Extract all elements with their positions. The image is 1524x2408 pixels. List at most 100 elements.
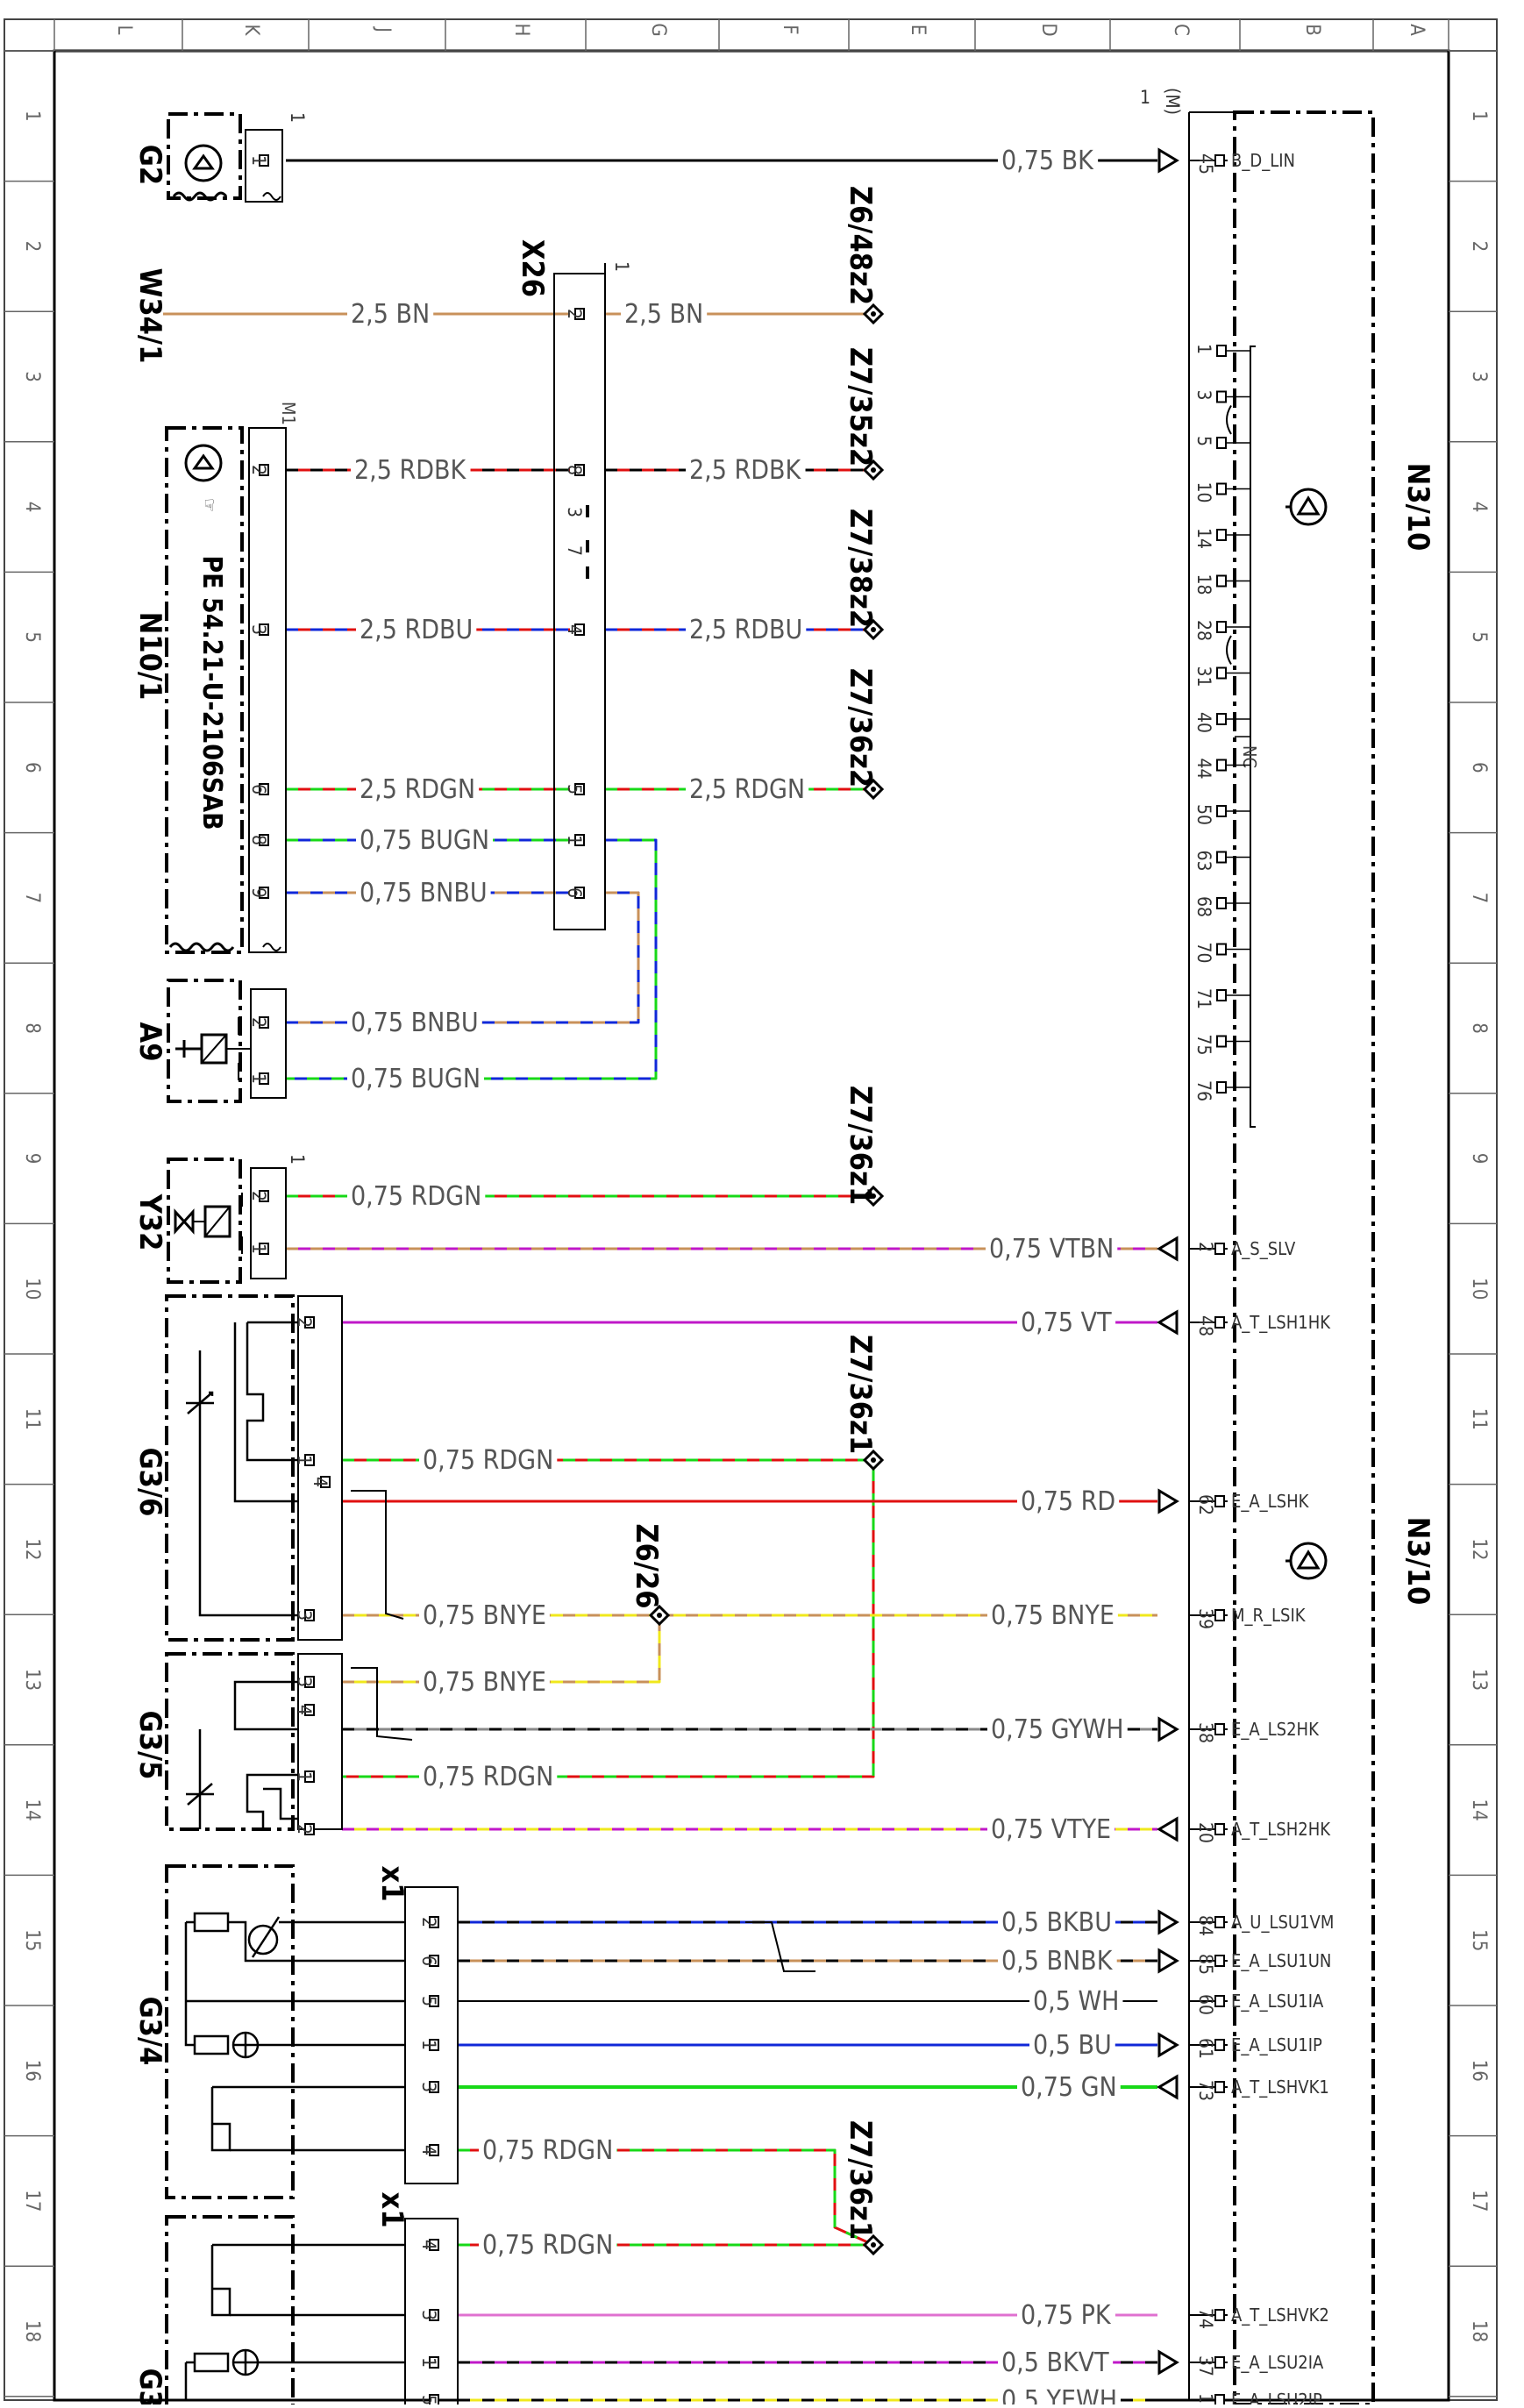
hand-icon: ☞ (199, 498, 220, 512)
wire-label-vtbn: 0,75 VTBN (989, 1234, 1114, 1265)
pin-x26_2: 2 (564, 309, 585, 319)
splice-dot (871, 787, 876, 792)
pin-contact-dummy (586, 566, 589, 579)
ecu-pin-contact (1214, 1609, 1225, 1621)
ecu-pin-contact (1214, 1495, 1225, 1507)
wire-label-bg (351, 453, 471, 488)
wire-g36-rdgn-stripe (342, 1458, 875, 1778)
pin-contact (429, 2144, 439, 2156)
wire-bugn-a9-stripe (286, 838, 658, 1080)
pin-a9_2: 2 (248, 1017, 269, 1028)
row-label-right: 2 (1468, 241, 1490, 253)
pin-contact (304, 1704, 315, 1716)
wideband-lambda-sensor-icon (184, 1912, 405, 2152)
ecu-pin-contact (1214, 1955, 1225, 1967)
output-arrow-icon (1157, 1236, 1179, 1262)
ecu-pin-number: 74 (1195, 2308, 1216, 2329)
label-g2: G2 (132, 145, 167, 185)
component-labels: G2 W34/1 X26 N10/1 PE 54.21-U-2106SAB A9… (132, 145, 1435, 2408)
wire-label-y32_rdgn: 0,75 RDGN (351, 1181, 481, 1212)
row-dividers (4, 50, 1497, 2397)
ecu-signal-E_A_LSU1IP: E_A_LSU1IP (1231, 2034, 1322, 2055)
wire-label-rdgn_l: 2,5 RDGN (360, 774, 475, 805)
component-g3-4 (165, 1864, 459, 2199)
nc-pin-contact (1216, 713, 1227, 725)
wire-label-rdbu_l: 2,5 RDBU (360, 615, 473, 645)
ecu-signal-A_S_SLV: A_S_SLV (1231, 1238, 1296, 1259)
ecu-pin-number: 73 (1195, 2080, 1216, 2101)
shield-marks (351, 1490, 815, 1972)
pin-contact (574, 308, 585, 320)
input-arrow-icon (1157, 1948, 1179, 1974)
pin-x1b_5: 5 (418, 2395, 439, 2404)
ecu-pin-number: 12 (1195, 2393, 1216, 2404)
nc-pin-number: 28 (1193, 620, 1214, 641)
ecu-pin-number: 62 (1195, 1494, 1216, 1515)
label-z7-36z2: Z7/36z2 (843, 668, 878, 787)
splice-dot (871, 1457, 876, 1463)
pin-x26_6: 6 (564, 887, 585, 898)
nc-pin-contact (1216, 1081, 1227, 1094)
column-label: B (1301, 24, 1323, 36)
column-label: L (113, 25, 135, 34)
column-dividers (53, 19, 1449, 51)
row-label-left: 3 (21, 371, 43, 382)
row-label-right: 5 (1468, 631, 1490, 643)
label-x1-b: x1 (374, 2191, 409, 2227)
pin-n10_8: 8 (248, 835, 269, 845)
input-arrow-icon (1157, 1909, 1179, 1935)
nc-pin-contact (1216, 390, 1227, 403)
column-label: F (779, 25, 801, 34)
pin-contact (259, 464, 269, 476)
wire-label-rdbu_r: 2,5 RDBU (689, 615, 802, 645)
row-label-right: 11 (1468, 1408, 1490, 1430)
column-label: K (240, 25, 262, 37)
nc-pin-contact (1216, 345, 1227, 357)
pin-contact (429, 1995, 439, 2007)
column-label: A (1406, 24, 1428, 36)
ecu-pin-number: 61 (1195, 2038, 1216, 2059)
wire-label-bg (686, 773, 809, 807)
solenoid-valve-icon (174, 1193, 243, 1254)
column-label: H (510, 24, 532, 37)
splice-dot (871, 627, 876, 632)
row-label-right: 3 (1468, 371, 1490, 382)
ecu-processor-symbol-top (1285, 488, 1328, 526)
wire-label-bg (1017, 1306, 1116, 1340)
wire-bugn-a9 (286, 838, 658, 1080)
row-label-right: 13 (1468, 1669, 1490, 1691)
wire-label-rdgn_r: 2,5 RDGN (689, 774, 805, 805)
wire-label-bg (1017, 2298, 1115, 2333)
pin-g35_1: 1 (294, 1771, 315, 1782)
ecu-pin-number: 38 (1195, 1722, 1216, 1743)
input-arrow-icon (1157, 2349, 1179, 2376)
row-label-right: 1 (1468, 110, 1490, 122)
wire-label-bg (419, 1443, 558, 1478)
nc-pin-contact (1216, 943, 1227, 956)
pin-x1a_5: 5 (418, 1996, 439, 2006)
ecu-signal-E_A_LSU2IA: E_A_LSU2IA (1231, 2352, 1324, 2373)
row-label-left: 9 (21, 1153, 43, 1165)
nc-pin-contact (1216, 989, 1227, 1001)
nc-pin-number: 10 (1193, 482, 1214, 503)
wire-label-wh: 0,5 WH (1033, 1986, 1119, 2017)
wire-label-bg (356, 773, 480, 807)
wire-label-bu: 0,5 BU (1033, 2030, 1112, 2061)
row-label-left: 2 (21, 241, 43, 253)
connector-x26 (553, 263, 606, 930)
pin-contact (429, 2356, 439, 2369)
column-label: D (1037, 23, 1059, 36)
pin-contact (304, 1609, 315, 1621)
label-g3-4: G3/4 (132, 1997, 167, 2066)
nc-pin-contact (1216, 851, 1227, 864)
pin-contact (304, 1770, 315, 1783)
nc-pin-contact (1216, 437, 1227, 449)
pin-x1a_3: 3 (418, 2082, 439, 2092)
wire-label-pk: 0,75 PK (1021, 2300, 1112, 2331)
pin-x26_5: 5 (564, 784, 585, 794)
pin-contact (429, 2039, 439, 2051)
column-label: C (1170, 24, 1192, 36)
pin-n10_6: 6 (248, 784, 269, 794)
